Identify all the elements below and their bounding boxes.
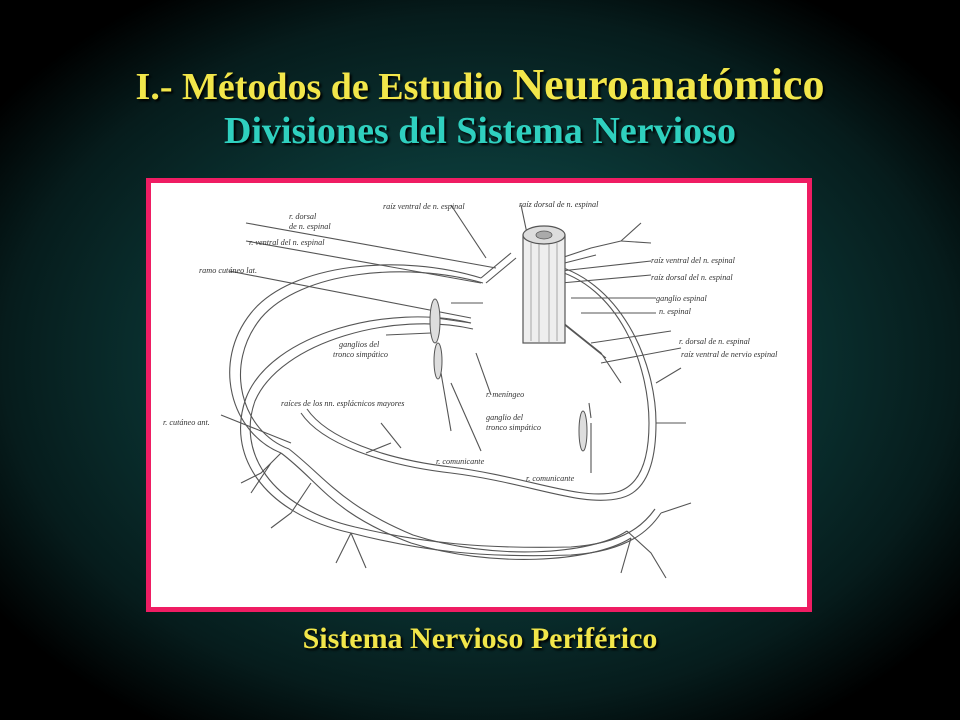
title-line-1: I.- Métodos de Estudio Neuroanatómico: [0, 62, 960, 110]
label-ramo-cutaneo-lat: ramo cutáneo lat.: [199, 266, 257, 275]
title-line-2: Divisiones del Sistema Nervioso: [224, 110, 736, 152]
label-ganglios-tronco-1: ganglios del: [339, 340, 380, 349]
spinal-nerve-illustration: raíz ventral de n. espinal raíz dorsal d…: [163, 200, 778, 579]
label-ganglios-tronco-2: tronco simpático: [333, 350, 388, 359]
label-r-dorsal-2: de n. espinal: [289, 222, 331, 231]
label-r-cutaneo-ant: r. cutáneo ant.: [163, 418, 210, 427]
label-raiz-ventral-nervio: raíz ventral de nervio espinal: [681, 350, 778, 359]
label-raices-esplacnicos: raíces de los nn. esplácnicos mayores: [281, 399, 404, 408]
label-n-espinal: n. espinal: [659, 307, 692, 316]
title-emphasis: Neuroanatómico: [512, 60, 825, 109]
label-raiz-dorsal-right: raíz dorsal del n. espinal: [651, 273, 733, 282]
label-ganglio-tronco-2: tronco simpático: [486, 423, 541, 432]
nerve-paths: [220, 204, 692, 579]
label-r-comunicante-1: r. comunicante: [436, 457, 485, 466]
label-raiz-dorsal-top: raíz dorsal de n. espinal: [519, 200, 599, 209]
title-prefix: I.- Métodos de Estudio: [135, 66, 513, 108]
figure-caption: Sistema Nervioso Periférico: [302, 622, 658, 655]
label-r-meningeo: r. meníngeo: [486, 390, 524, 399]
nerve-diagram-frame: raíz ventral de n. espinal raíz dorsal d…: [146, 178, 812, 612]
label-raiz-ventral-right: raíz ventral del n. espinal: [651, 256, 736, 265]
label-r-comunicante-2: r. comunicante: [526, 474, 575, 483]
spinal-cord: [522, 225, 566, 344]
label-r-dorsal-right: r. dorsal de n. espinal: [679, 337, 751, 346]
label-r-dorsal-1: r. dorsal: [289, 212, 317, 221]
label-r-ventral: r. ventral del n. espinal: [249, 238, 325, 247]
label-raiz-ventral-top: raíz ventral de n. espinal: [383, 202, 465, 211]
label-ganglio-tronco-1: ganglio del: [486, 413, 524, 422]
sympathetic-ganglia: [429, 298, 588, 452]
diagram-labels: raíz ventral de n. espinal raíz dorsal d…: [163, 200, 778, 483]
label-ganglio-espinal: ganglio espinal: [656, 294, 707, 303]
slide-title: I.- Métodos de Estudio Neuroanatómico Di…: [0, 62, 960, 153]
